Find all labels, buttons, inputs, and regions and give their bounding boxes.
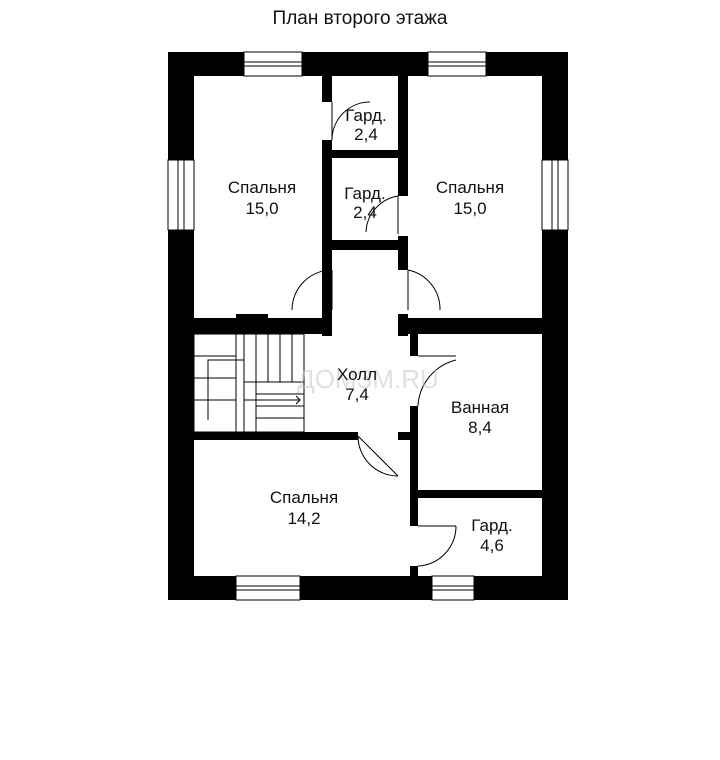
room-area: 4,6 (480, 536, 504, 555)
door-wardrobe-middle (365, 195, 399, 234)
window-left (167, 159, 195, 231)
room-name: Гард. (345, 106, 386, 125)
interior-walls (194, 76, 542, 576)
room-area: 7,4 (345, 385, 369, 404)
room-area: 15,0 (245, 199, 278, 218)
door-wardrobe-bottom (417, 525, 457, 567)
room-area: 8,4 (468, 418, 492, 437)
door-bedroom-left (291, 269, 333, 311)
plan-title: План второго этажа (272, 8, 448, 29)
staircase (193, 333, 305, 433)
room-hall: Холл 7,4 (337, 365, 377, 404)
room-bedroom-top-right: Спальня 15,0 (436, 178, 504, 218)
watermark: ДОМЗМ.RU (297, 364, 439, 394)
room-bathroom: Ванная 8,4 (451, 398, 509, 437)
room-wardrobe-top: Гард. 2,4 (345, 106, 386, 144)
room-name: Спальня (228, 178, 296, 197)
room-wardrobe-middle: Гард. 2,4 (344, 184, 385, 222)
door-bedroom-right (407, 269, 441, 311)
room-name: Гард. (471, 516, 512, 535)
window-top-right (427, 51, 487, 77)
room-name: Ванная (451, 398, 509, 417)
room-bedroom-top-left: Спальня 15,0 (228, 178, 296, 218)
room-area: 2,4 (354, 125, 378, 144)
room-area: 2,4 (353, 203, 377, 222)
room-bedroom-bottom: Спальня 14,2 (270, 488, 338, 528)
windows (167, 51, 569, 601)
window-top-left (243, 51, 303, 77)
window-bottom-right (431, 575, 475, 601)
door-bathroom (417, 355, 457, 407)
window-right (541, 159, 569, 231)
outer-walls (168, 52, 568, 600)
room-name: Спальня (270, 488, 338, 507)
room-area: 15,0 (453, 199, 486, 218)
door-wardrobe-top (331, 101, 371, 141)
window-bottom-left (235, 575, 301, 601)
room-labels: Спальня 15,0 Гард. 2,4 Гард. 2,4 Спальня… (228, 106, 513, 555)
doors (291, 101, 457, 567)
room-name: Спальня (436, 178, 504, 197)
room-wardrobe-bottom: Гард. 4,6 (471, 516, 512, 555)
room-name: Гард. (344, 184, 385, 203)
room-name: Холл (337, 365, 377, 384)
room-area: 14,2 (287, 509, 320, 528)
door-bedroom-bottom (357, 435, 399, 477)
